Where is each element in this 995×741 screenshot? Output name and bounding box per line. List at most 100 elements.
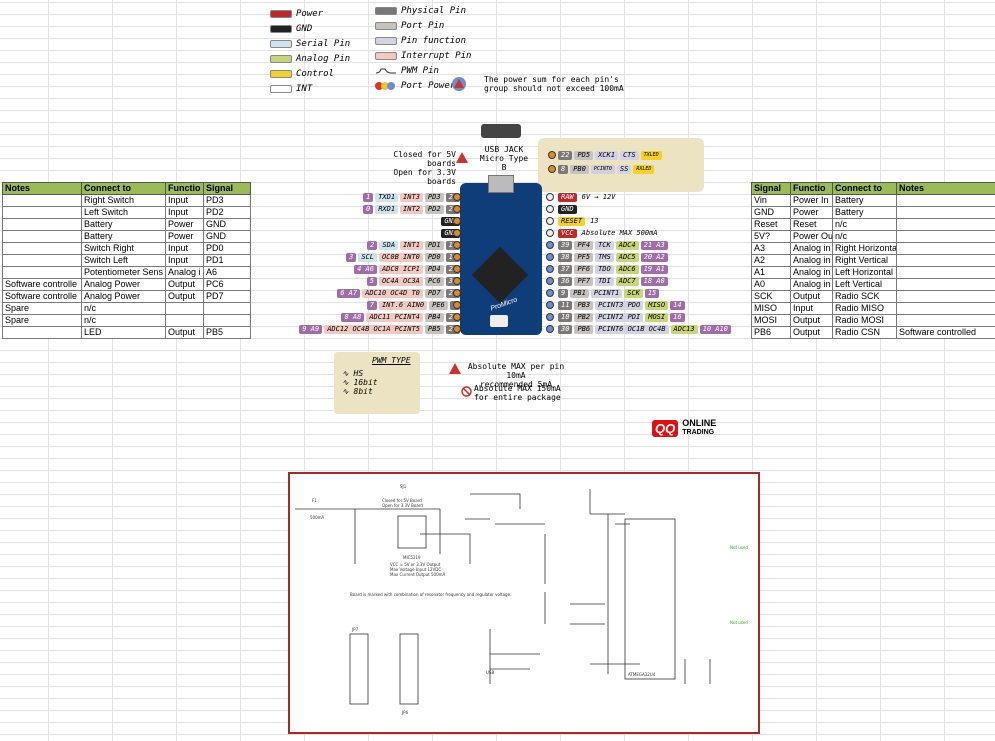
table-cell[interactable]: Potentiometer Sens (81, 266, 166, 279)
table-cell[interactable] (896, 218, 995, 231)
table-cell[interactable]: GND (203, 218, 251, 231)
table-cell[interactable]: Output (165, 278, 204, 291)
table-cell[interactable]: PB5 (203, 326, 251, 339)
table-cell[interactable]: Power (165, 218, 204, 231)
table-cell[interactable] (896, 242, 995, 255)
table-cell[interactable]: Radio MISO (832, 302, 897, 315)
table-cell[interactable]: Analog Power (81, 290, 166, 303)
table-cell[interactable]: n/c (81, 302, 166, 315)
table-cell[interactable]: Software controlled (896, 326, 995, 339)
table-cell[interactable] (896, 230, 995, 243)
table-cell[interactable]: LED (81, 326, 166, 339)
table-cell[interactable]: Battery (832, 194, 897, 207)
table-cell[interactable]: Output (165, 290, 204, 303)
header-cell[interactable]: Notes (896, 182, 995, 195)
table-cell[interactable]: PD7 (203, 290, 251, 303)
table-cell[interactable]: Right Switch (81, 194, 166, 207)
table-cell[interactable]: Analog in (790, 242, 833, 255)
table-cell[interactable]: PC6 (203, 278, 251, 291)
table-cell[interactable] (896, 314, 995, 327)
table-cell[interactable] (2, 266, 82, 279)
table-cell[interactable]: Left Switch (81, 206, 166, 219)
table-cell[interactable]: Radio SCK (832, 290, 897, 303)
table-cell[interactable]: 5V? (751, 230, 791, 243)
table-cell[interactable]: Power Ou (790, 230, 833, 243)
table-cell[interactable] (2, 242, 82, 255)
table-cell[interactable]: Output (790, 314, 833, 327)
header-cell[interactable]: Connect to (81, 182, 166, 195)
table-cell[interactable] (896, 254, 995, 267)
table-cell[interactable] (203, 302, 251, 315)
table-cell[interactable] (896, 278, 995, 291)
table-cell[interactable]: PD1 (203, 254, 251, 267)
table-cell[interactable]: MISO (751, 302, 791, 315)
table-cell[interactable] (165, 302, 204, 315)
table-cell[interactable]: Output (790, 326, 833, 339)
table-cell[interactable]: Analog Power (81, 278, 166, 291)
table-cell[interactable]: PD3 (203, 194, 251, 207)
table-cell[interactable]: Output (790, 290, 833, 303)
table-cell[interactable]: Input (165, 206, 204, 219)
table-cell[interactable] (896, 290, 995, 303)
table-cell[interactable]: PD0 (203, 242, 251, 255)
table-cell[interactable]: Power (790, 206, 833, 219)
table-cell[interactable]: PB6 (751, 326, 791, 339)
table-cell[interactable]: SCK (751, 290, 791, 303)
table-cell[interactable]: Reset (751, 218, 791, 231)
table-cell[interactable]: Right Vertical (832, 254, 897, 267)
table-cell[interactable]: Analog in (790, 266, 833, 279)
table-cell[interactable]: Software controlle (2, 278, 82, 291)
table-cell[interactable]: n/c (81, 314, 166, 327)
table-cell[interactable]: Spare (2, 302, 82, 315)
header-cell[interactable]: Notes (2, 182, 82, 195)
table-cell[interactable] (2, 194, 82, 207)
table-cell[interactable]: Input (165, 254, 204, 267)
table-cell[interactable]: Switch Right (81, 242, 166, 255)
table-cell[interactable]: MOSI (751, 314, 791, 327)
header-cell[interactable]: Functio (165, 182, 204, 195)
table-cell[interactable]: PD2 (203, 206, 251, 219)
table-cell[interactable]: Input (165, 242, 204, 255)
table-cell[interactable]: A6 (203, 266, 251, 279)
table-cell[interactable]: GND (751, 206, 791, 219)
table-cell[interactable]: n/c (832, 218, 897, 231)
table-cell[interactable]: A1 (751, 266, 791, 279)
table-cell[interactable]: Input (165, 194, 204, 207)
table-cell[interactable] (2, 218, 82, 231)
table-cell[interactable] (896, 206, 995, 219)
table-cell[interactable] (203, 314, 251, 327)
table-cell[interactable]: Battery (832, 206, 897, 219)
table-cell[interactable]: Power (165, 230, 204, 243)
table-cell[interactable]: Switch Left (81, 254, 166, 267)
header-cell[interactable]: Functio (790, 182, 833, 195)
table-cell[interactable]: GND (203, 230, 251, 243)
table-cell[interactable]: Radio MOSI (832, 314, 897, 327)
table-cell[interactable]: Analog in (790, 278, 833, 291)
table-cell[interactable] (896, 302, 995, 315)
table-cell[interactable]: A2 (751, 254, 791, 267)
table-cell[interactable]: Right Horizontal (832, 242, 897, 255)
table-cell[interactable] (896, 194, 995, 207)
table-cell[interactable]: Battery (81, 218, 166, 231)
table-cell[interactable]: Analog i (165, 266, 204, 279)
table-cell[interactable]: Reset (790, 218, 833, 231)
table-cell[interactable]: Radio CSN (832, 326, 897, 339)
table-cell[interactable]: A0 (751, 278, 791, 291)
table-cell[interactable]: Power In (790, 194, 833, 207)
table-cell[interactable]: Output (165, 326, 204, 339)
table-cell[interactable]: Software controlle (2, 290, 82, 303)
header-cell[interactable]: Connect to (832, 182, 897, 195)
table-cell[interactable] (896, 266, 995, 279)
table-cell[interactable]: Input (790, 302, 833, 315)
header-cell[interactable]: Signal (751, 182, 791, 195)
table-cell[interactable] (165, 314, 204, 327)
table-cell[interactable] (2, 326, 82, 339)
table-cell[interactable] (2, 254, 82, 267)
table-cell[interactable]: Vin (751, 194, 791, 207)
table-cell[interactable] (2, 206, 82, 219)
table-cell[interactable]: n/c (832, 230, 897, 243)
table-cell[interactable]: Spare (2, 314, 82, 327)
table-cell[interactable]: Left Horizontal (832, 266, 897, 279)
table-cell[interactable]: Battery (81, 230, 166, 243)
table-cell[interactable] (2, 230, 82, 243)
